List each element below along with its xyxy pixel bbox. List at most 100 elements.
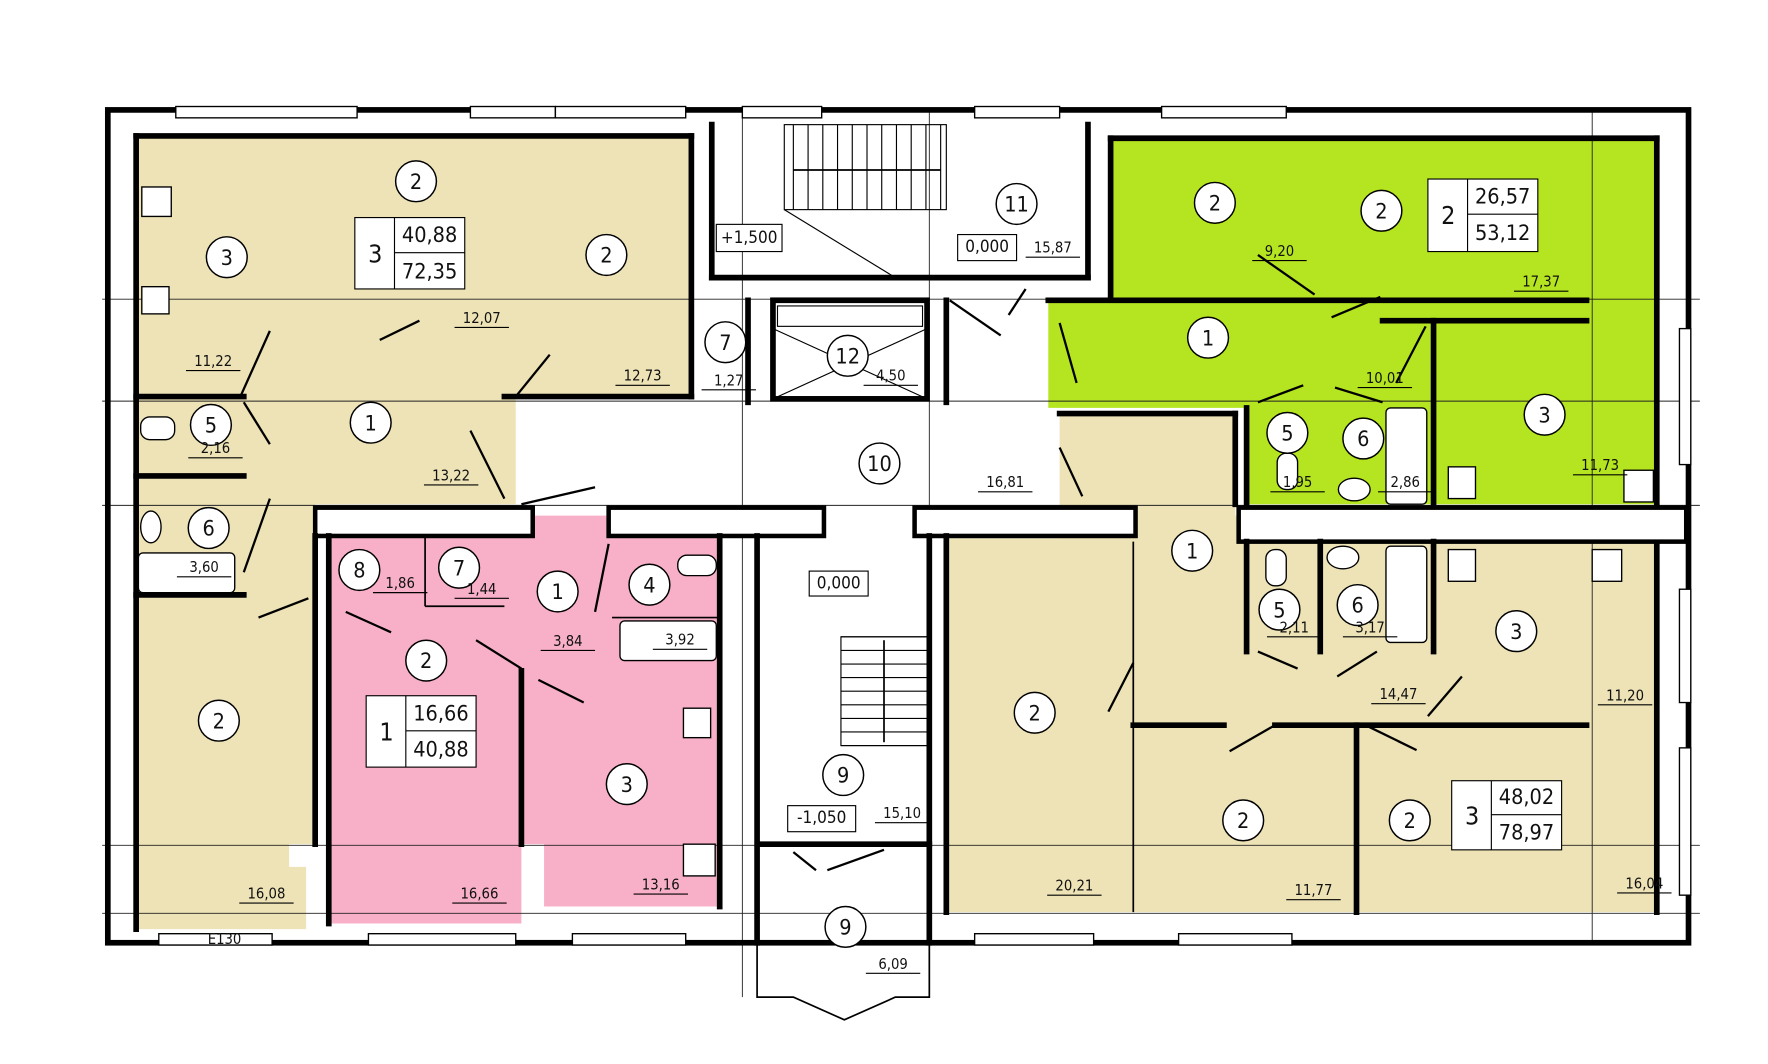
room-area: 9,20 (1265, 243, 1294, 260)
walls (104, 107, 1692, 1021)
room-area: 11,73 (1581, 457, 1619, 474)
room-number-circle (1360, 189, 1403, 232)
room-area: 11,20 (1606, 687, 1644, 704)
apartment-box-green: 2 26,57 53,12 (1427, 178, 1539, 253)
room-area: 16,66 (461, 886, 499, 903)
room-area: 11,77 (1294, 882, 1332, 899)
room-number: 3 (1510, 620, 1522, 645)
rooms-count: 3 (368, 239, 382, 268)
hall-level: 0,000 (817, 574, 861, 594)
apartment-box-right: 3 48,02 78,97 (1451, 780, 1563, 851)
rooms-count: 1 (379, 717, 393, 746)
room-number-circle (605, 762, 648, 806)
apartment-left-fill (136, 135, 692, 930)
room-number: 5 (1281, 421, 1293, 446)
room-area: 11,22 (194, 353, 232, 370)
room-apt-right-6: 211,77 (1222, 799, 1341, 901)
room-number: 3 (621, 773, 633, 798)
room-apt-green-4: 51,95 (1266, 411, 1325, 493)
room-number: 4 (643, 573, 655, 598)
room-area: 15,10 (883, 805, 921, 822)
room-number-circle (1523, 393, 1566, 436)
room-apt-right-5: 220,21 (1013, 691, 1102, 896)
level-marks: +1,500 0,000 0,000 -1,050 E130 (208, 223, 1018, 948)
room-number: 2 (1375, 199, 1387, 224)
room-number-circle (338, 548, 381, 592)
room-number-circle (704, 321, 747, 364)
toilet-icon (677, 554, 717, 577)
room-number-circle (1495, 610, 1538, 653)
room-area: 4,50 (876, 368, 905, 385)
living-area: 16,66 (413, 701, 468, 726)
room-number: 2 (1029, 701, 1041, 726)
room-number-circle (1342, 417, 1385, 460)
rooms-count: 2 (1441, 201, 1455, 230)
room-area: 20,21 (1055, 878, 1093, 895)
lower-stair-level: -1,050 (797, 808, 846, 828)
room-apt-left-5: 52,16 (188, 403, 243, 459)
room-number-circle (826, 334, 869, 377)
room-number-circle (995, 182, 1038, 226)
room-apt-right-4: 311,20 (1495, 610, 1653, 706)
room-area: 1,86 (385, 575, 414, 592)
sink-icon (1447, 548, 1477, 582)
room-number-circle (405, 639, 448, 682)
room-number: 6 (202, 517, 214, 542)
room-entrance: 96,09 (824, 905, 921, 974)
room-apt-green-2: 217,37 (1360, 189, 1569, 292)
bathtub-icon (1385, 407, 1428, 505)
room-number-circle (205, 236, 248, 279)
room-area: 3,92 (665, 632, 694, 649)
room-number: 1 (365, 411, 377, 436)
room-number: 2 (213, 709, 225, 734)
room-closet: 71,27 (701, 321, 756, 391)
room-number-circle (394, 160, 438, 203)
room-area: 3,60 (189, 559, 218, 576)
toilet-icon (139, 416, 176, 441)
room-number: 3 (221, 246, 233, 271)
stove-icon (1591, 548, 1623, 582)
room-number: 2 (600, 244, 612, 269)
sink-icon (1447, 466, 1477, 500)
room-area: 16,08 (247, 886, 285, 903)
room-area: 3,17 (1355, 619, 1384, 636)
room-apt-left-6: 63,60 (176, 506, 232, 578)
room-number: 6 (1351, 594, 1363, 619)
room-number-circle (824, 905, 867, 949)
total-area: 53,12 (1475, 221, 1530, 246)
room-apt-left-1: 311,22 (185, 236, 248, 372)
washbasin-icon (139, 510, 162, 544)
room-number: 7 (453, 556, 465, 581)
room-number: 2 (420, 649, 432, 674)
bathtub-icon (137, 552, 236, 594)
total-area: 40,88 (413, 738, 468, 763)
room-area: 14,47 (1379, 686, 1417, 703)
room-apt-right-1: 114,47 (1171, 529, 1426, 705)
stove-icon (141, 186, 172, 218)
room-apt-green-1: 29,20 (1193, 181, 1307, 262)
room-number: 5 (205, 414, 217, 439)
sink-icon (141, 285, 170, 315)
drawing-mark: E130 (208, 931, 242, 948)
room-number-circle (1171, 529, 1214, 572)
room-area: 1,44 (467, 581, 496, 598)
room-labels: 311,22212,07212,73113,2252,1663,60216,08… (176, 160, 1672, 974)
room-stair-lower: 915,10 (822, 753, 930, 824)
room-number: 2 (410, 170, 422, 195)
room-area: 13,22 (432, 467, 470, 484)
room-number-circle (1336, 583, 1379, 627)
room-area: 13,16 (642, 876, 680, 893)
room-number: 11 (1004, 193, 1029, 218)
stairs (772, 124, 947, 747)
room-area: 12,73 (624, 368, 662, 385)
room-area: 2,11 (1279, 619, 1308, 636)
room-number: 12 (835, 344, 860, 369)
room-number: 9 (839, 916, 851, 941)
room-apt-green-5: 62,86 (1342, 417, 1433, 493)
sink-icon (682, 707, 712, 739)
room-number: 10 (867, 452, 892, 477)
room-area: 2,86 (1390, 474, 1419, 491)
